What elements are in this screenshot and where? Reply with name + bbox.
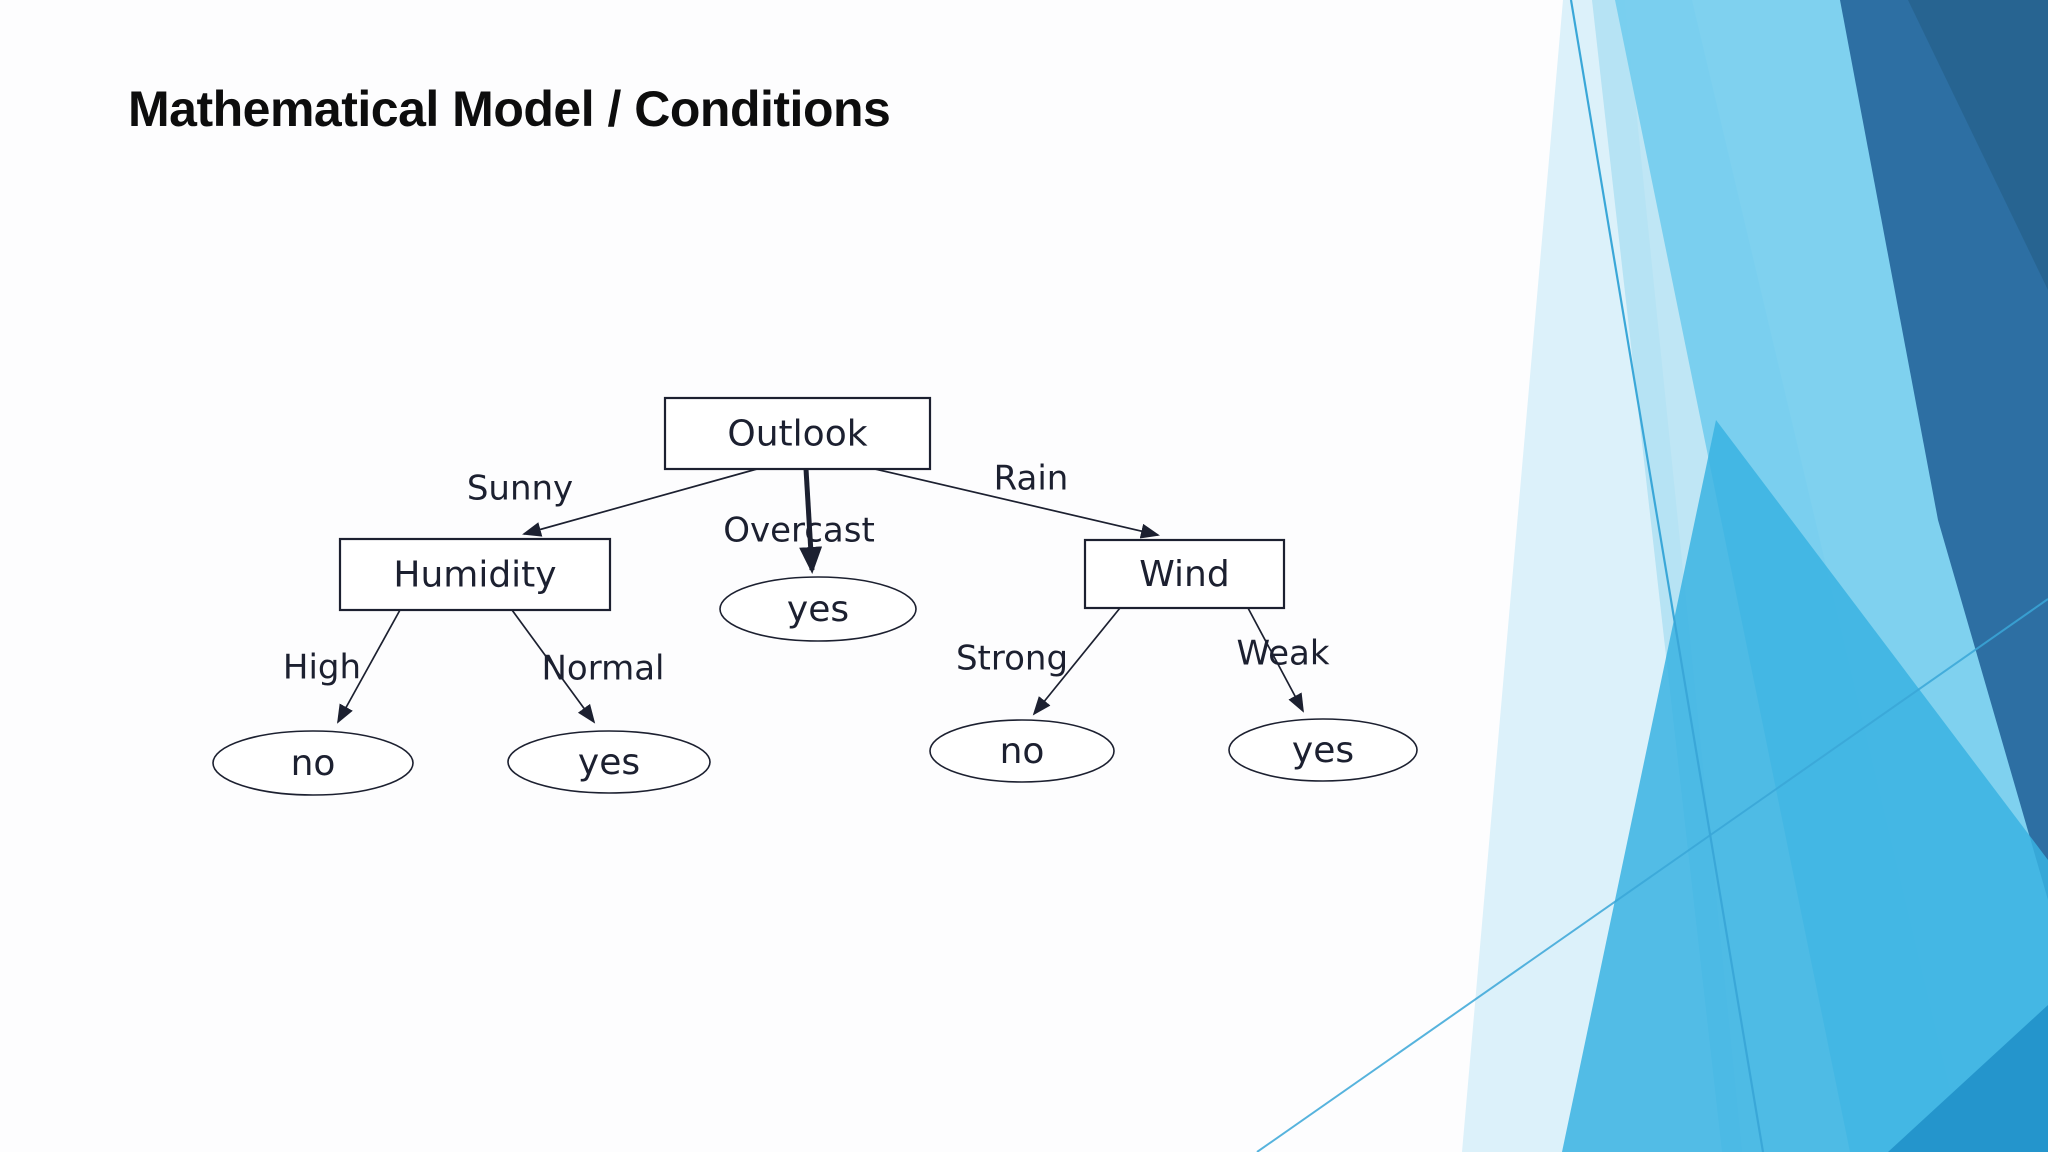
- edge-weak-label: Weak: [1236, 634, 1329, 674]
- deco-diagonal-line-1: [1569, 0, 1765, 1152]
- node-yes-weak-label: yes: [1292, 730, 1354, 771]
- node-wind-label: Wind: [1139, 554, 1229, 595]
- node-wind: Wind: [1083, 538, 1286, 610]
- edge-sunny-label: Sunny: [467, 469, 573, 509]
- edge-normal-label: Normal: [541, 649, 664, 689]
- node-no-high: no: [212, 730, 414, 796]
- edge-rain-arrow: [861, 465, 1160, 539]
- edge-normal-arrow: [511, 609, 596, 724]
- slide-title: Mathematical Model / Conditions: [128, 81, 891, 137]
- edge-high-label: High: [283, 648, 361, 688]
- node-no-strong-label: no: [1000, 731, 1045, 772]
- deco-deep-wedge: [1888, 1005, 2048, 1152]
- edge-overcast-arrow: [799, 468, 823, 574]
- node-outlook-label: Outlook: [727, 414, 867, 455]
- node-yes-normal-ellipse: [507, 730, 711, 794]
- deco-vivid-wedge: [1562, 420, 2048, 1152]
- node-yes-weak-ellipse: [1228, 718, 1418, 782]
- node-no-high-ellipse: [212, 730, 414, 796]
- node-yes-normal-label: yes: [578, 742, 640, 783]
- node-humidity-box: [338, 537, 612, 612]
- node-no-strong: no: [929, 719, 1115, 783]
- node-yes-weak: yes: [1228, 718, 1418, 782]
- node-wind-box: [1083, 538, 1286, 610]
- tree-edges: [337, 465, 1304, 724]
- edge-overcast-label: Overcast: [723, 511, 875, 551]
- node-humidity: Humidity: [338, 537, 612, 612]
- edge-high-arrow: [337, 609, 401, 724]
- edge-rain-label: Rain: [994, 459, 1069, 499]
- node-yes-normal: yes: [507, 730, 711, 794]
- edge-strong-label: Strong: [956, 639, 1068, 679]
- node-yes-overcast-label: yes: [787, 589, 849, 630]
- node-yes-overcast: yes: [719, 576, 917, 642]
- deco-diagonal-line-2: [1256, 598, 2048, 1152]
- deco-dark-wedge: [1840, 0, 2048, 900]
- edge-strong-arrow: [1032, 607, 1121, 716]
- node-yes-overcast-ellipse: [719, 576, 917, 642]
- edge-weak-arrow: [1247, 607, 1304, 713]
- deco-darker-wedge: [1908, 0, 2048, 290]
- node-outlook: Outlook: [663, 396, 932, 471]
- node-no-high-label: no: [291, 743, 336, 784]
- node-outlook-box: [663, 396, 932, 471]
- node-humidity-label: Humidity: [393, 555, 556, 596]
- node-no-strong-ellipse: [929, 719, 1115, 783]
- edge-sunny-arrow: [522, 468, 758, 537]
